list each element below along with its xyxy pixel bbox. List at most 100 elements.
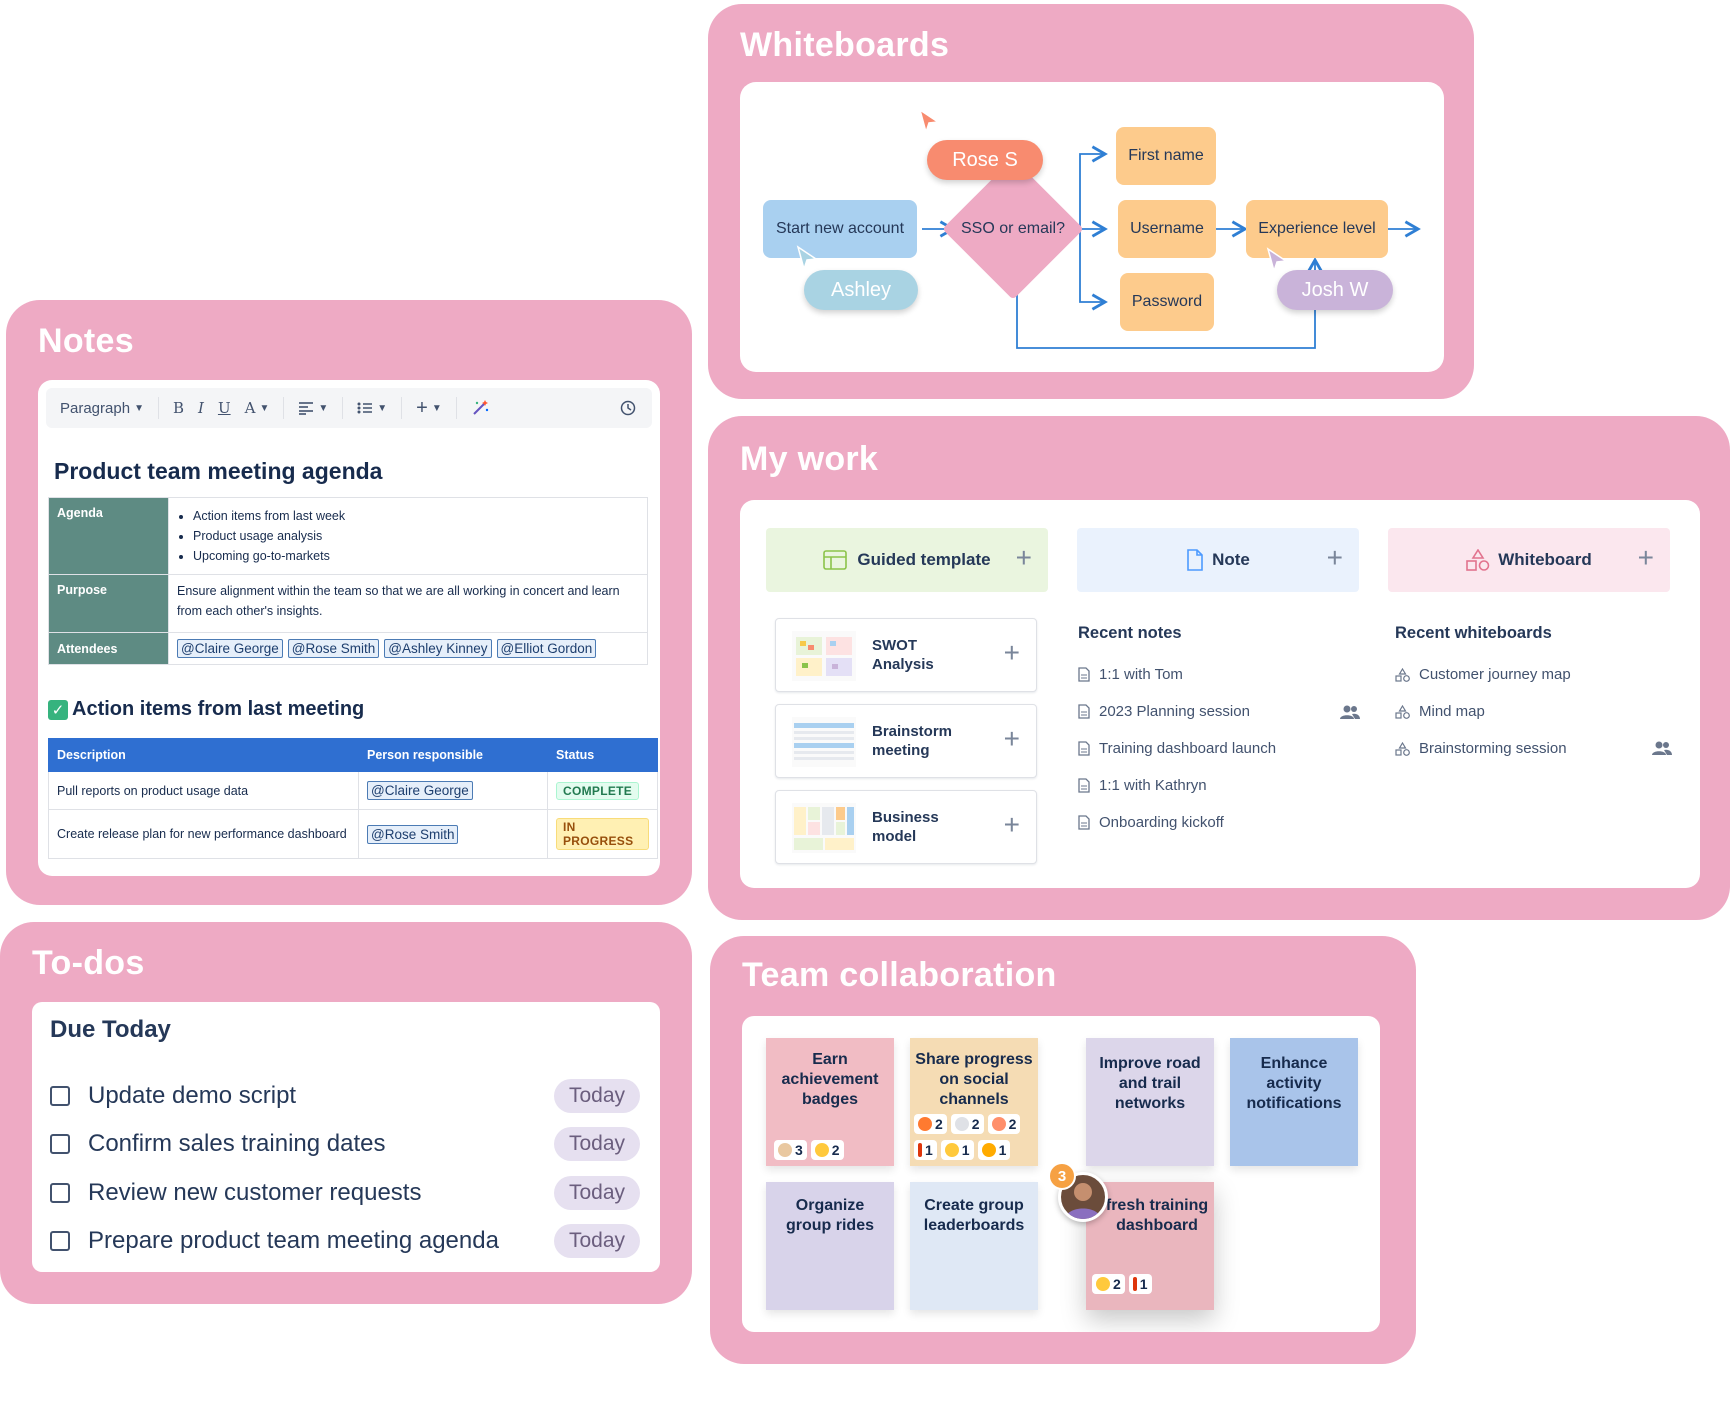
agenda-label: Agenda (48, 497, 169, 575)
table-row: Attendees @Claire George@Rose Smith@Ashl… (48, 632, 648, 665)
sticky-note[interactable]: Enhance activity notifications (1230, 1038, 1358, 1166)
add-icon[interactable]: + (1003, 637, 1020, 668)
status-badge[interactable]: IN PROGRESS (556, 818, 649, 850)
team-collaboration-title: Team collaboration (742, 956, 1057, 994)
cursor-label-josh: Josh W (1277, 270, 1393, 310)
fire-emoji-icon (918, 1117, 932, 1131)
cursor-label-rose: Rose S (927, 140, 1043, 180)
status-cell: IN PROGRESS (547, 809, 658, 859)
chevron-down-icon: ▼ (318, 402, 329, 414)
purpose-cell[interactable]: Ensure alignment within the team so that… (168, 574, 648, 633)
toolbar-divider (342, 397, 344, 419)
align-dropdown[interactable]: ▼ (298, 401, 328, 415)
sticky-board[interactable]: Earn achievement badges 3 2 Share progre… (742, 1016, 1380, 1332)
bold-button[interactable]: B (172, 399, 184, 417)
todo-checkbox[interactable] (50, 1086, 70, 1106)
todo-checkbox[interactable] (50, 1231, 70, 1251)
sticky-note[interactable]: Create group leaderboards (910, 1182, 1038, 1310)
guided-template-button[interactable]: Guided template + (766, 528, 1048, 592)
node-start-new-account[interactable]: Start new account (763, 200, 917, 258)
brainstorm-thumbnail (792, 717, 856, 767)
reaction-chip[interactable]: 1 (940, 1140, 974, 1160)
add-icon[interactable]: + (1637, 542, 1654, 573)
document-title[interactable]: Product team meeting agenda (54, 458, 383, 484)
mention-elliot-gordon[interactable]: @Elliot Gordon (496, 639, 597, 658)
whiteboards-panel: Whiteboards Start new account SSO or ema… (708, 4, 1474, 399)
node-password[interactable]: Password (1120, 273, 1214, 331)
todo-checkbox[interactable] (50, 1134, 70, 1154)
node-first-name[interactable]: First name (1116, 127, 1216, 185)
paragraph-style-dropdown[interactable]: Paragraph▼ (60, 399, 144, 417)
node-experience-level[interactable]: Experience level (1246, 200, 1388, 258)
mention-claire-george[interactable]: @Claire George (177, 639, 283, 658)
todo-checkbox[interactable] (50, 1183, 70, 1203)
insert-dropdown[interactable]: +▼ (416, 396, 442, 419)
reaction-chip[interactable]: 1 (1128, 1274, 1152, 1294)
mention-rose-smith[interactable]: @Rose Smith (367, 824, 459, 844)
agenda-table: Agenda Action items from last week Produ… (48, 497, 648, 665)
cursor-josh-icon (1266, 247, 1289, 273)
italic-button[interactable]: I (198, 399, 204, 417)
recent-note-item[interactable]: 1:1 with Tom (1078, 666, 1183, 683)
mention-rose-smith[interactable]: @Rose Smith (287, 639, 380, 658)
notes-panel: Notes Paragraph▼ B I U A▼ ▼ ▼ +▼ (6, 300, 692, 905)
recent-note-item[interactable]: 1:1 with Kathryn (1078, 777, 1207, 794)
chevron-down-icon: ▼ (431, 402, 442, 414)
description-cell[interactable]: Pull reports on product usage data (48, 771, 359, 810)
reaction-chip[interactable]: 2 (950, 1114, 984, 1134)
reaction-chip[interactable]: 1 (914, 1140, 937, 1160)
whiteboard-canvas[interactable]: Start new account SSO or email? First na… (740, 82, 1444, 372)
due-date-badge[interactable]: Today (554, 1079, 640, 1113)
whiteboard-button[interactable]: Whiteboard + (1388, 528, 1670, 592)
status-badge[interactable]: COMPLETE (556, 781, 640, 800)
mention-ashley-kinney[interactable]: @Ashley Kinney (384, 639, 492, 658)
list-dropdown[interactable]: ▼ (357, 401, 387, 415)
todo-text[interactable]: Update demo script (88, 1082, 297, 1109)
recent-note-item[interactable]: 2023 Planning session (1078, 703, 1250, 720)
mywork-panel: My work Guided template + Note + Whitebo… (708, 416, 1730, 920)
recent-note-item[interactable]: Onboarding kickoff (1078, 814, 1224, 831)
todo-text[interactable]: Confirm sales training dates (88, 1130, 386, 1157)
mention-claire-george[interactable]: @Claire George (367, 781, 473, 800)
recent-whiteboard-item[interactable]: Customer journey map (1395, 666, 1571, 683)
add-icon[interactable]: + (1003, 809, 1020, 840)
recent-whiteboard-item[interactable]: Brainstorming session (1395, 740, 1567, 757)
sticky-note[interactable]: Organize group rides (766, 1182, 894, 1310)
add-icon[interactable]: + (1003, 723, 1020, 754)
add-icon[interactable]: + (1326, 542, 1343, 573)
reaction-chip[interactable]: 3 (774, 1140, 807, 1160)
ai-assist-button[interactable] (471, 399, 489, 417)
recent-note-item[interactable]: Training dashboard launch (1078, 740, 1276, 757)
todo-text[interactable]: Prepare product team meeting agenda (88, 1227, 499, 1254)
due-date-badge[interactable]: Today (554, 1127, 640, 1161)
recent-whiteboard-item[interactable]: Mind map (1395, 703, 1485, 720)
underline-button[interactable]: U (217, 399, 231, 417)
node-username[interactable]: Username (1118, 200, 1216, 258)
person-cell: @Claire George (358, 771, 548, 810)
reaction-bar: 2 2 2 (914, 1114, 1024, 1134)
due-date-badge[interactable]: Today (554, 1224, 640, 1258)
text-color-dropdown[interactable]: A▼ (244, 399, 270, 417)
reaction-chip[interactable]: 2 (914, 1114, 947, 1134)
note-button[interactable]: Note + (1077, 528, 1359, 592)
description-cell[interactable]: Create release plan for new performance … (48, 809, 359, 859)
status-cell: COMPLETE (547, 771, 658, 810)
due-date-badge[interactable]: Today (554, 1176, 640, 1210)
whiteboards-title: Whiteboards (740, 26, 950, 64)
chevron-down-icon: ▼ (134, 402, 144, 414)
history-button[interactable] (620, 400, 636, 416)
reaction-chip[interactable]: 2 (1092, 1274, 1125, 1294)
sticky-note[interactable]: Improve road and trail networks (1086, 1038, 1214, 1166)
reaction-chip[interactable]: 2 (810, 1140, 844, 1160)
agenda-cell[interactable]: Action items from last week Product usag… (168, 497, 648, 575)
shapes-icon (1395, 667, 1410, 682)
todo-text[interactable]: Review new customer requests (88, 1179, 422, 1206)
reaction-chip[interactable]: 2 (987, 1114, 1021, 1134)
reaction-chip[interactable]: 1 (977, 1140, 1011, 1160)
add-icon[interactable]: + (1015, 542, 1032, 573)
